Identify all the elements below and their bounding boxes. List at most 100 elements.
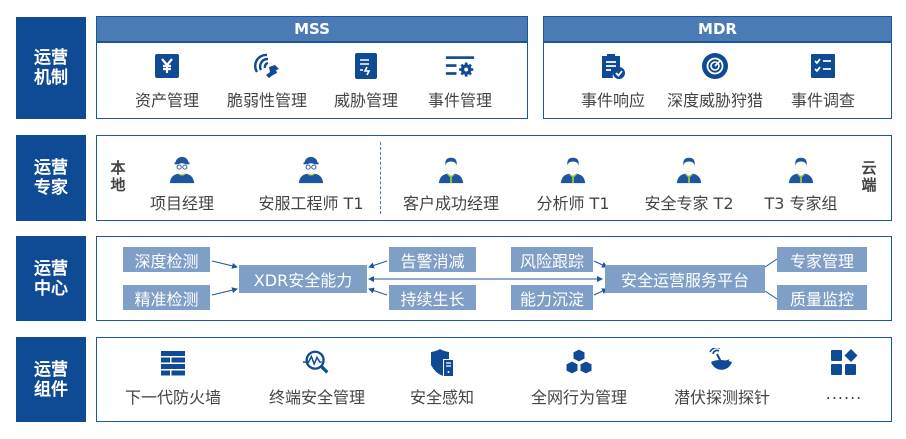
row-label-components: 运营组件: [16, 337, 86, 422]
clipboard-check-icon: [598, 51, 628, 81]
expert-item-project-manager[interactable]: 项目经理: [137, 154, 227, 214]
satellite-dish-icon: [707, 348, 737, 378]
signal-wrench-icon: [252, 51, 282, 81]
expert-item-t3-group[interactable]: T3 专家组: [749, 154, 853, 214]
chip-precise-detection[interactable]: 精准检测: [123, 285, 210, 310]
row-label-experts: 运营专家: [16, 135, 86, 221]
person-icon: [674, 154, 704, 184]
cloud-tag: 云 端: [861, 160, 877, 194]
shield-server-icon: [427, 348, 457, 378]
component-label: ......: [825, 384, 863, 403]
document-threat-icon: [351, 51, 381, 81]
firewall-icon: [158, 348, 188, 378]
chip-xdr-capability[interactable]: XDR安全能力: [239, 265, 367, 293]
components-panel: 下一代防火墙 终端安全管理 安全感知: [96, 337, 892, 422]
mdr-item-response[interactable]: 事件响应: [570, 51, 656, 111]
expert-item-csm[interactable]: 客户成功经理: [391, 154, 511, 214]
apps-icon: [829, 348, 859, 378]
mss-item-label: 威胁管理: [333, 91, 398, 110]
mss-item-vulnerability[interactable]: 脆弱性管理: [217, 51, 317, 111]
expert-label: 项目经理: [149, 194, 214, 213]
component-item-situational-awareness[interactable]: 安全感知: [397, 348, 487, 408]
expert-item-service-engineer[interactable]: 安服工程师 T1: [247, 154, 375, 214]
row-label-line: 运营: [34, 48, 68, 68]
expert-item-analyst[interactable]: 分析师 T1: [525, 154, 621, 214]
person-icon: [558, 154, 588, 184]
flow-arrows: [211, 258, 778, 300]
list-gear-icon: [445, 51, 475, 81]
mdr-item-label: 深度威胁狩猎: [666, 91, 763, 110]
mss-item-threat[interactable]: 威胁管理: [323, 51, 409, 111]
mss-item-asset[interactable]: 资产管理: [127, 51, 207, 111]
row-label-center: 运营中心: [16, 236, 86, 321]
chip-expert-management[interactable]: 专家管理: [777, 247, 867, 272]
mdr-item-label: 事件响应: [580, 91, 645, 110]
expert-label: 安服工程师 T1: [258, 194, 364, 213]
mss-item-label: 事件管理: [427, 91, 492, 110]
cloud-tag-char: 端: [861, 176, 877, 194]
expert-label: T3 专家组: [764, 194, 838, 213]
mdr-title: MDR: [544, 17, 891, 43]
component-item-probe[interactable]: 潜伏探测探针: [662, 348, 782, 408]
component-item-behavior-management[interactable]: 全网行为管理: [519, 348, 639, 408]
chip-continuous-growth[interactable]: 持续生长: [389, 285, 476, 310]
mdr-item-hunting[interactable]: 深度威胁狩猎: [656, 51, 774, 111]
line-platform-to-quality: [764, 290, 778, 300]
chip-alert-reduction[interactable]: 告警消减: [389, 247, 476, 272]
chip-security-ops-platform[interactable]: 安全运营服务平台: [605, 265, 765, 293]
arrow-growth-to-xdr: [368, 287, 388, 296]
chip-risk-tracking[interactable]: 风险跟踪: [511, 247, 593, 272]
arrow-capability-to-platform: [593, 288, 608, 296]
cloud-tag-char: 云: [861, 159, 877, 177]
expert-label: 安全专家 T2: [644, 194, 734, 213]
local-tag: 本 地: [110, 160, 126, 194]
component-item-more[interactable]: ......: [809, 348, 879, 403]
local-tag-char: 本: [110, 159, 126, 177]
cubes-icon: [564, 348, 594, 378]
row-label-mechanism: 运营机制: [16, 17, 86, 119]
chip-quality-monitoring[interactable]: 质量监控: [777, 285, 867, 310]
mss-title: MSS: [97, 17, 527, 43]
mss-item-incident[interactable]: 事件管理: [417, 51, 503, 111]
yen-asset-icon: [152, 51, 182, 81]
mss-panel: MSS 资产管理 脆弱性管理 威胁管理: [96, 16, 528, 119]
arrow-alert-to-xdr: [368, 260, 388, 269]
engineer-person-icon: [296, 154, 326, 184]
magnifier-wave-icon: [302, 348, 332, 378]
mss-item-label: 脆弱性管理: [226, 91, 307, 110]
component-item-endpoint[interactable]: 终端安全管理: [257, 348, 377, 408]
chip-capability-accumulation[interactable]: 能力沉淀: [511, 285, 593, 310]
local-cloud-divider: [380, 142, 381, 214]
expert-item-security-expert[interactable]: 安全专家 T2: [633, 154, 745, 214]
row-label-line: 运营: [34, 258, 68, 279]
row-label-line: 组件: [34, 379, 68, 400]
arrow-deep-to-xdr: [211, 260, 238, 269]
person-icon: [786, 154, 816, 184]
row-label-line: 运营: [34, 359, 68, 380]
component-label: 下一代防火墙: [124, 388, 221, 407]
row-label-line: 中心: [34, 278, 68, 299]
engineer-person-icon: [167, 154, 197, 184]
chip-deep-detection[interactable]: 深度检测: [123, 247, 210, 272]
component-label: 全网行为管理: [530, 388, 627, 407]
center-panel: 深度检测 精准检测 XDR安全能力 告警消减 持续生长 风险跟踪 能力沉淀 安全…: [96, 236, 892, 321]
expert-label: 客户成功经理: [402, 194, 499, 213]
expert-label: 分析师 T1: [536, 194, 610, 213]
person-icon: [436, 154, 466, 184]
line-platform-to-expert: [764, 258, 778, 268]
target-icon: [700, 51, 730, 81]
arrow-precise-to-xdr: [211, 287, 238, 296]
component-label: 终端安全管理: [268, 388, 365, 407]
mdr-item-investigation[interactable]: 事件调查: [780, 51, 866, 111]
mdr-item-label: 事件调查: [790, 91, 855, 110]
row-label-line: 运营: [34, 158, 68, 178]
component-item-ngfw[interactable]: 下一代防火墙: [117, 348, 229, 408]
component-label: 安全感知: [409, 388, 474, 407]
checklist-icon: [808, 51, 838, 81]
local-tag-char: 地: [110, 176, 126, 194]
row-label-line: 专家: [34, 178, 68, 198]
mdr-panel: MDR 事件响应 深度威胁狩猎 事件调查: [543, 16, 892, 119]
mss-item-label: 资产管理: [134, 91, 199, 110]
component-label: 潜伏探测探针: [673, 388, 770, 407]
arrow-risk-to-platform: [593, 260, 608, 268]
